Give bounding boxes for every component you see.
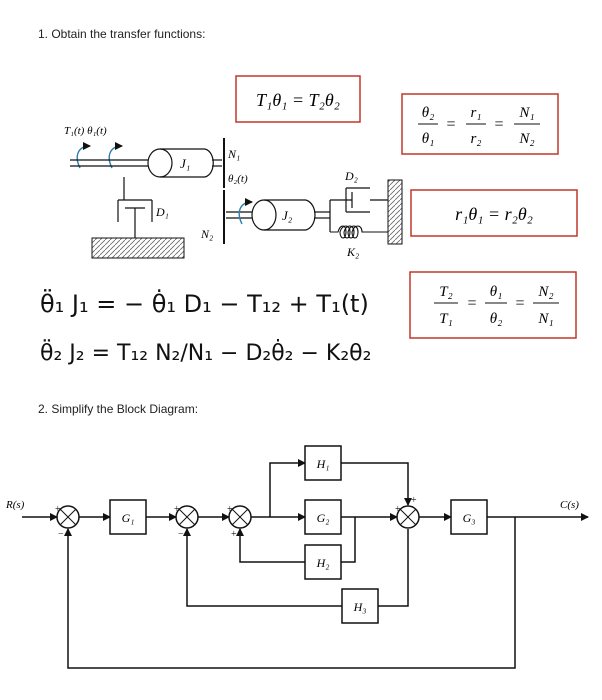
block-h3: H₃ bbox=[341, 588, 379, 624]
summing-junction-2 bbox=[175, 505, 199, 529]
block-g1-label: G₁ bbox=[122, 511, 135, 525]
teeth-ratio-num: N₂ bbox=[537, 284, 553, 300]
inertia-j1 bbox=[147, 148, 173, 178]
block-g1: G₁ bbox=[109, 499, 147, 535]
handwritten-eq-2: θ̈₂ J₂ = T₁₂ N₂/N₁ − D₂θ̇₂ − K₂θ₂ bbox=[40, 339, 371, 366]
summing-junction-3 bbox=[228, 505, 252, 529]
handwritten-eq-1: θ̈₁ J₁ = − θ̇₁ D₁ − T₁₂ + T₁(t) bbox=[40, 289, 369, 318]
equals-sign: = bbox=[494, 116, 503, 133]
wall bbox=[387, 179, 403, 245]
summing-junction-4 bbox=[396, 505, 420, 529]
sign-plus: + bbox=[174, 504, 180, 515]
block-g3: G₃ bbox=[450, 499, 488, 535]
ground-base bbox=[91, 237, 185, 259]
equals-sign: = bbox=[515, 295, 524, 312]
teeth-ratio-den: N₁ bbox=[537, 311, 553, 327]
ratio-left-den: θ₁ bbox=[422, 131, 435, 147]
block-g3-label: G₃ bbox=[463, 511, 476, 525]
label-n1: N₁ bbox=[227, 147, 240, 161]
angle-ratio-num: θ₁ bbox=[490, 284, 503, 300]
sign-plus: + bbox=[395, 504, 401, 515]
label-n2: N₂ bbox=[200, 227, 213, 241]
input-label: R(s) bbox=[5, 499, 25, 511]
ratio-right-den: N₂ bbox=[518, 131, 534, 147]
torque-ratio-num: T₂ bbox=[439, 284, 453, 300]
summing-junction-1 bbox=[56, 505, 80, 529]
ratio-right-num: N₁ bbox=[518, 105, 534, 121]
sign-plus: + bbox=[227, 504, 233, 515]
label-theta2: θ₂(t) bbox=[228, 173, 248, 185]
spring-k2 bbox=[330, 225, 388, 239]
block-g2-label: G₂ bbox=[317, 511, 330, 525]
angle-ratio-den: θ₂ bbox=[490, 311, 503, 327]
section1-heading: 1. Obtain the transfer functions: bbox=[38, 27, 206, 41]
label-d1: D₁ bbox=[155, 205, 169, 219]
output-label: C(s) bbox=[560, 499, 579, 511]
theta2-arrow-icon bbox=[238, 198, 253, 225]
label-j1: J₁ bbox=[180, 156, 190, 171]
ratio-left-num: θ₂ bbox=[422, 105, 435, 121]
block-g2: G₂ bbox=[304, 499, 342, 535]
equals-sign: = bbox=[446, 116, 455, 133]
ratio-mid-den: r₂ bbox=[470, 131, 481, 147]
torque-ratio-den: T₁ bbox=[439, 311, 453, 327]
sign-minus: − bbox=[178, 529, 184, 540]
input-torque-label: T₁(t) θ₁(t) bbox=[64, 125, 107, 137]
sign-minus: − bbox=[58, 529, 64, 540]
block-diagram bbox=[22, 462, 589, 669]
torque-balance-equation: T₁θ₁ = T₂θ₂ bbox=[256, 90, 340, 110]
label-j2: J₂ bbox=[282, 208, 293, 223]
ratio-box: θ₂ θ₁ = r₁ r₂ = N₁ N₂ bbox=[401, 93, 559, 155]
sign-plus: + bbox=[411, 495, 417, 506]
block-h1: H₁ bbox=[304, 445, 342, 481]
sign-plus: + bbox=[231, 529, 237, 540]
equals-sign: = bbox=[467, 295, 476, 312]
section2-heading: 2. Simplify the Block Diagram: bbox=[38, 402, 199, 416]
radius-relation-equation: r₁θ₁ = r₂θ₂ bbox=[455, 204, 533, 224]
radius-relation-box: r₁θ₁ = r₂θ₂ bbox=[410, 189, 578, 237]
label-k2: K₂ bbox=[346, 245, 359, 259]
ratio-mid-num: r₁ bbox=[470, 105, 481, 121]
handwritten-equations: θ̈₁ J₁ = − θ̇₁ D₁ − T₁₂ + T₁(t) θ̈₂ J₂ =… bbox=[40, 289, 371, 366]
angle-arrow-icon bbox=[108, 142, 123, 169]
inertia-j2 bbox=[251, 199, 277, 231]
torque-balance-box: T₁θ₁ = T₂θ₂ bbox=[235, 75, 361, 123]
block-h2-label: H₂ bbox=[316, 556, 330, 570]
label-d2: D₂ bbox=[344, 169, 358, 183]
torque-arrow-icon bbox=[76, 142, 91, 169]
torque-ratio-box: T₂ T₁ = θ₁ θ₂ = N₂ N₁ bbox=[409, 271, 577, 339]
block-h2: H₂ bbox=[304, 544, 342, 580]
block-h3-label: H₃ bbox=[353, 600, 367, 614]
sign-plus: + bbox=[55, 504, 61, 515]
block-h1-label: H₁ bbox=[316, 457, 330, 471]
mechanical-system: T₁(t) θ₁(t) J₁ N₁ θ₂(t) D₁ N₂ bbox=[64, 125, 403, 259]
